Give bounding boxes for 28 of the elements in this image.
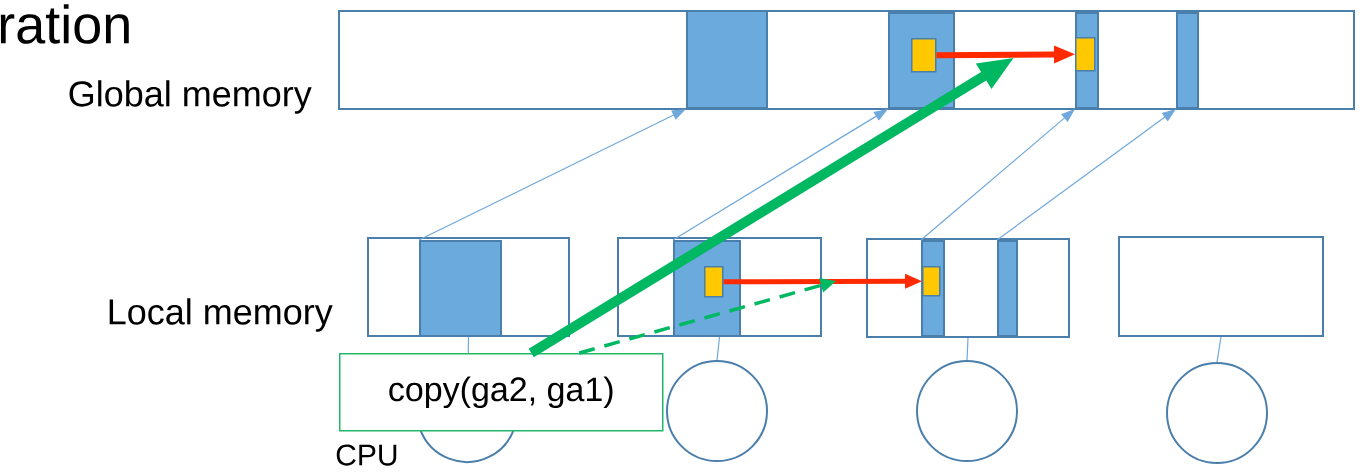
data-element <box>1075 37 1096 72</box>
cpu-circle <box>666 360 768 462</box>
memory-block <box>686 10 768 109</box>
arrow <box>920 109 1075 241</box>
data-element <box>704 266 724 298</box>
label-text: copy(ga2, ga1) <box>389 376 613 409</box>
cpu-circle <box>916 360 1018 462</box>
data-element <box>922 266 941 297</box>
memory-block <box>1176 12 1199 109</box>
arrow <box>996 109 1176 241</box>
arrow <box>672 109 888 241</box>
memory-block <box>997 240 1018 337</box>
label-text: Global memory <box>69 80 312 114</box>
arrow <box>936 45 1075 64</box>
label-text: Local memory <box>109 298 333 332</box>
memory-box <box>1118 236 1324 337</box>
arrow <box>528 58 1014 358</box>
label-text: CPU <box>336 444 397 466</box>
data-element <box>911 38 937 73</box>
title: ration <box>0 4 129 44</box>
memory-block <box>419 240 502 337</box>
connector-line <box>1216 336 1222 363</box>
code-box <box>339 353 664 432</box>
cpu-circle <box>1166 362 1268 464</box>
connector-line <box>716 336 721 361</box>
arrow <box>723 273 922 289</box>
connector-line <box>966 337 969 361</box>
connector-line <box>467 336 470 354</box>
